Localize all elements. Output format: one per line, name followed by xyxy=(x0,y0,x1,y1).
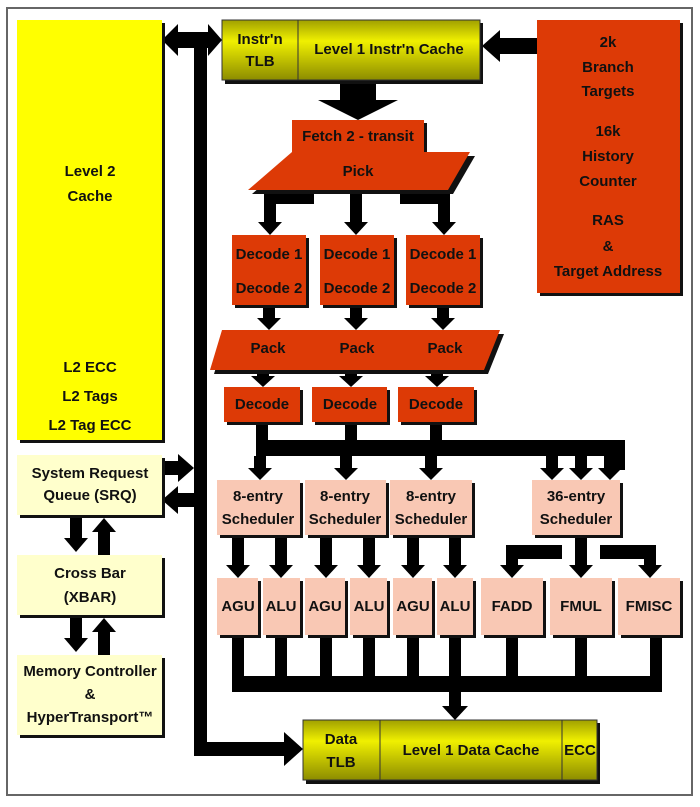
decode-label: Decode xyxy=(323,396,377,413)
decode2-label: Decode 2 xyxy=(324,280,391,297)
srq-line2: Queue (SRQ) xyxy=(43,487,136,504)
decode1-label: Decode 1 xyxy=(324,246,391,263)
branch-text: & xyxy=(603,238,614,255)
l1-data-cache-label: Level 1 Data Cache xyxy=(403,742,540,759)
l2-title-line1: Level 2 xyxy=(65,163,116,180)
main-bus xyxy=(64,24,662,766)
decode-label: Decode xyxy=(409,396,463,413)
l1-instruction-cache-label: Level 1 Instr'n Cache xyxy=(314,41,463,58)
system-request-queue: System Request Queue (SRQ) xyxy=(17,455,165,518)
decode-blocks: Decode Decode Decode xyxy=(224,387,477,425)
scheduler-label: Scheduler xyxy=(540,511,613,528)
unit-label: ALU xyxy=(440,598,471,615)
branch-prediction-block: 2k Branch Targets 16k History Counter RA… xyxy=(537,20,683,296)
decode2-label: Decode 2 xyxy=(236,280,303,297)
branch-text: 2k xyxy=(600,34,617,51)
srq-line1: System Request xyxy=(32,465,149,482)
unit-label: AGU xyxy=(396,598,429,615)
fetch-block: Fetch 2 - transit xyxy=(292,120,427,155)
decode-label: Decode xyxy=(235,396,289,413)
mc-line1: Memory Controller xyxy=(23,663,157,680)
branch-text: Counter xyxy=(579,173,637,190)
branch-text: Branch xyxy=(582,59,634,76)
branch-text: History xyxy=(582,148,634,165)
pick-block: Pick xyxy=(248,152,475,194)
execution-units: AGU ALU AGU ALU AGU ALU FADD FMUL FMISC xyxy=(217,578,683,638)
scheduler-blocks: 8-entry Scheduler 8-entry Scheduler 8-en… xyxy=(217,480,623,538)
pack-label: Pack xyxy=(427,340,463,357)
dcache-ecc-label: ECC xyxy=(564,742,596,759)
xbar-line1: Cross Bar xyxy=(54,565,126,582)
branch-text: Targets xyxy=(581,83,634,100)
decode1-label: Decode 1 xyxy=(236,246,303,263)
mc-line2: & xyxy=(85,686,96,703)
branch-text: RAS xyxy=(592,212,624,229)
l2-ecc-label: L2 ECC xyxy=(63,359,117,376)
itlb-line1: Instr'n xyxy=(237,31,282,48)
unit-label: FMISC xyxy=(626,598,673,615)
unit-label: AGU xyxy=(308,598,341,615)
dtlb-line2: TLB xyxy=(326,754,355,771)
unit-label: FMUL xyxy=(560,598,602,615)
l2-tags-label: L2 Tags xyxy=(62,388,118,405)
data-cache-block: Data TLB Level 1 Data Cache ECC xyxy=(302,719,600,784)
scheduler-label: Scheduler xyxy=(309,511,382,528)
fetch-label: Fetch 2 - transit xyxy=(302,128,414,145)
l2-tag-ecc-label: L2 Tag ECC xyxy=(48,417,131,434)
scheduler-label: 8-entry xyxy=(320,488,371,505)
itlb-line2: TLB xyxy=(245,53,274,70)
unit-label: FADD xyxy=(492,598,533,615)
l2-title-line2: Cache xyxy=(67,188,112,205)
scheduler-label: 36-entry xyxy=(547,488,606,505)
branch-text: Target Address xyxy=(554,263,662,280)
cross-bar: Cross Bar (XBAR) xyxy=(17,555,165,618)
unit-label: ALU xyxy=(266,598,297,615)
branch-text: 16k xyxy=(595,123,621,140)
pick-label: Pick xyxy=(343,163,375,180)
unit-label: AGU xyxy=(221,598,254,615)
scheduler-label: 8-entry xyxy=(406,488,457,505)
decode12-blocks: Decode 1 Decode 2 Decode 1 Decode 2 Deco… xyxy=(232,235,483,308)
instruction-cache-block: Instr'n TLB Level 1 Instr'n Cache xyxy=(221,19,483,84)
pack-block: Pack Pack Pack xyxy=(210,330,504,374)
decode1-label: Decode 1 xyxy=(410,246,477,263)
unit-label: ALU xyxy=(354,598,385,615)
pack-label: Pack xyxy=(250,340,286,357)
decode2-label: Decode 2 xyxy=(410,280,477,297)
memory-controller: Memory Controller & HyperTransport™ xyxy=(17,655,165,738)
dtlb-line1: Data xyxy=(325,731,358,748)
scheduler-label: Scheduler xyxy=(222,511,295,528)
level2-cache-block: Level 2 Cache L2 ECC L2 Tags L2 Tag ECC xyxy=(17,20,165,443)
scheduler-label: Scheduler xyxy=(395,511,468,528)
pack-label: Pack xyxy=(339,340,375,357)
mc-line3: HyperTransport™ xyxy=(27,709,154,726)
xbar-line2: (XBAR) xyxy=(64,589,117,606)
scheduler-label: 8-entry xyxy=(233,488,284,505)
